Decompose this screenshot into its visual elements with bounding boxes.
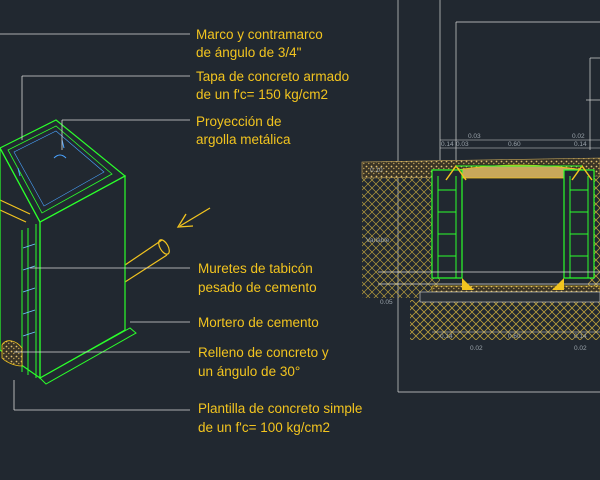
dim-bottom-2: 0.60: [508, 333, 521, 340]
dim-top-3: 0.14: [441, 141, 454, 148]
label-argolla-line2: argolla metálica: [196, 132, 291, 147]
dim-top-5: 0.03: [456, 141, 469, 148]
callout-labels: Marco y contramarco de ángulo de 3/4" Ta…: [196, 27, 362, 435]
label-tapa-line1: Tapa de concreto armado: [196, 69, 349, 84]
section-view: 0.03 0.60 0.02 0.14 0.14 0.03: [361, 0, 600, 393]
leader-lines: [0, 33, 190, 411]
dim-bottom-1: 0.02: [470, 345, 483, 352]
dim-left-0: 0.10: [370, 167, 383, 174]
label-mortero: Mortero de cemento: [198, 315, 319, 330]
dim-top-0: 0.03: [468, 133, 481, 140]
label-marco-line1: Marco y contramarco: [196, 27, 323, 42]
dim-bottom-3: 0.14: [574, 333, 587, 340]
label-plantilla-line1: Plantilla de concreto simple: [198, 401, 362, 416]
view-direction-arrow: [176, 207, 211, 228]
label-tapa-line2: de un f'c= 150 kg/cm2: [196, 87, 328, 102]
dim-bottom-0: 0.14: [440, 333, 453, 340]
isometric-view: [0, 119, 211, 385]
dim-side-variable: Variable: [366, 237, 390, 244]
label-muretes-line2: pesado de cemento: [198, 280, 317, 295]
label-relleno-line2: un ángulo de 30°: [198, 364, 300, 379]
dim-left-1: 0.05: [380, 299, 393, 306]
dim-top-4: 0.14: [574, 141, 587, 148]
label-relleno-line1: Relleno de concreto y: [198, 345, 329, 360]
label-plantilla-line2: de un f'c= 100 kg/cm2: [198, 420, 330, 435]
dim-bottom-4: 0.02: [574, 345, 587, 352]
pipe: [124, 239, 170, 283]
dim-top-1: 0.60: [508, 141, 521, 148]
dim-top-2: 0.02: [572, 133, 585, 140]
label-argolla-line1: Proyección de: [196, 114, 282, 129]
label-marco-line2: de ángulo de 3/4": [196, 45, 302, 60]
label-muretes-line1: Muretes de tabicón: [198, 261, 313, 276]
